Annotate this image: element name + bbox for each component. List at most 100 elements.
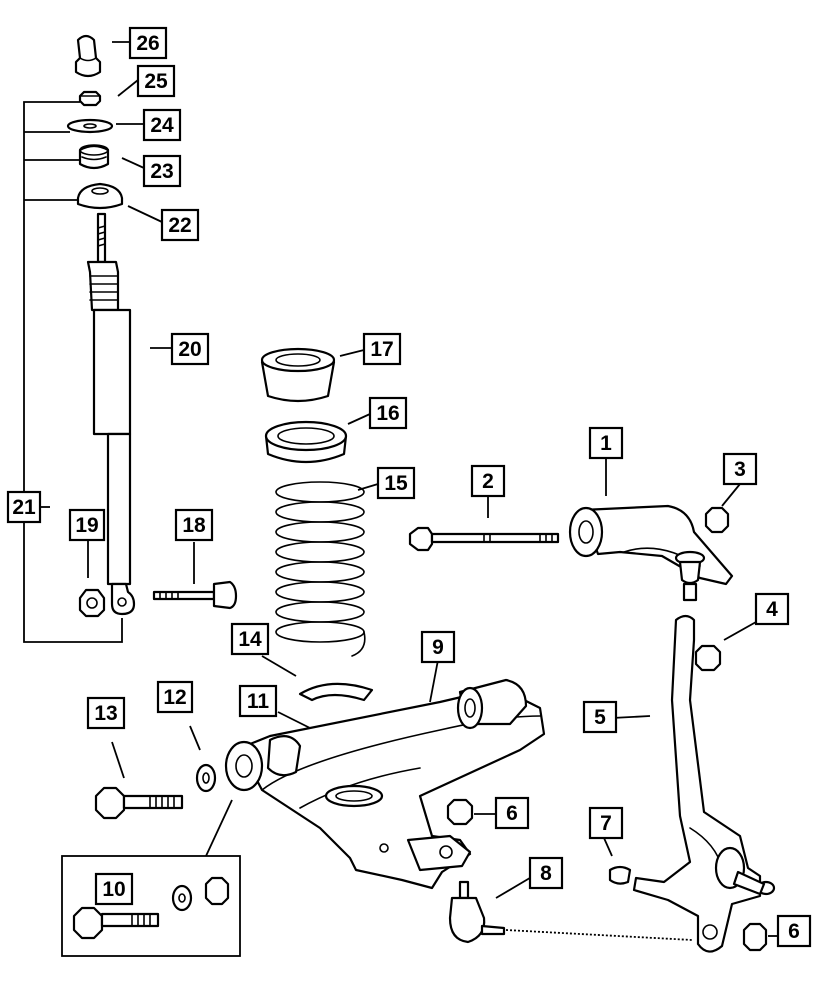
callout-box bbox=[174, 508, 214, 542]
part-top-nut bbox=[78, 90, 102, 107]
part-bolt-13 bbox=[94, 786, 184, 820]
callout-number: 19 bbox=[75, 514, 98, 537]
callout-box bbox=[230, 622, 270, 656]
callout-box bbox=[582, 700, 618, 734]
callout-19: 19 bbox=[68, 508, 106, 542]
callout-number: 14 bbox=[238, 628, 262, 651]
callout-box bbox=[6, 490, 42, 524]
callout-box bbox=[420, 630, 456, 664]
callout-12: 12 bbox=[156, 680, 194, 714]
part-spring-clip bbox=[298, 682, 374, 702]
callout-number: 6 bbox=[506, 802, 518, 825]
callout-number: 21 bbox=[12, 496, 36, 519]
part-nut-6-upper bbox=[446, 798, 474, 826]
part-ball-joint bbox=[448, 880, 693, 944]
callout-number: 23 bbox=[150, 160, 173, 183]
callout-24: 24 bbox=[142, 108, 182, 142]
callout-15: 15 bbox=[376, 466, 416, 500]
part-bushing-7 bbox=[608, 865, 632, 885]
part-nut-6-lower bbox=[742, 922, 768, 952]
callout-labels: 1234566789101112131415161718192021222324… bbox=[6, 26, 812, 948]
callout-number: 13 bbox=[94, 702, 117, 725]
callout-number: 3 bbox=[734, 458, 746, 481]
callout-3: 3 bbox=[722, 452, 758, 486]
part-washer-24 bbox=[66, 118, 114, 134]
callout-box bbox=[722, 452, 758, 486]
callout-box bbox=[776, 914, 812, 948]
part-shock-absorber bbox=[86, 212, 136, 616]
callout-box bbox=[494, 796, 530, 830]
part-upper-control-arm bbox=[568, 504, 734, 602]
callout-number: 17 bbox=[370, 338, 393, 361]
callout-number: 15 bbox=[384, 472, 408, 495]
callout-22: 22 bbox=[160, 208, 200, 242]
callout-box bbox=[470, 464, 506, 498]
callout-box bbox=[238, 684, 278, 718]
part-shock-nut bbox=[78, 588, 106, 618]
callout-number: 12 bbox=[163, 686, 186, 709]
callout-number: 8 bbox=[540, 862, 552, 885]
kit-inset-frame bbox=[61, 855, 241, 957]
callout-box bbox=[588, 426, 624, 460]
callout-box bbox=[128, 26, 168, 60]
callout-box bbox=[86, 696, 126, 730]
part-kit-10 bbox=[72, 876, 230, 940]
callout-2: 2 bbox=[470, 464, 506, 498]
leader-lines bbox=[23, 41, 778, 957]
callout-number: 26 bbox=[136, 32, 159, 55]
callout-13: 13 bbox=[86, 696, 126, 730]
callout-number: 24 bbox=[150, 114, 174, 137]
callout-6b: 6 bbox=[776, 914, 812, 948]
callout-box bbox=[94, 872, 134, 906]
callout-18: 18 bbox=[174, 508, 214, 542]
callout-box bbox=[136, 64, 176, 98]
callout-16: 16 bbox=[368, 396, 408, 430]
callout-box bbox=[368, 396, 408, 430]
callout-number: 22 bbox=[168, 214, 191, 237]
callout-number: 4 bbox=[766, 598, 778, 621]
callout-26: 26 bbox=[128, 26, 168, 60]
part-shock-bolt bbox=[152, 580, 238, 610]
part-steering-knuckle bbox=[632, 614, 776, 953]
callout-number: 11 bbox=[247, 690, 270, 713]
callout-7: 7 bbox=[588, 806, 624, 840]
callout-10: 10 bbox=[94, 872, 134, 906]
callout-9: 9 bbox=[420, 630, 456, 664]
part-spring-isolator bbox=[260, 347, 336, 403]
part-upper-bushing bbox=[78, 144, 110, 170]
callout-4: 4 bbox=[754, 592, 790, 626]
callout-number: 5 bbox=[594, 706, 606, 729]
part-control-arm-bolt bbox=[408, 526, 560, 552]
callout-number: 6 bbox=[788, 920, 800, 943]
callout-number: 7 bbox=[600, 812, 612, 835]
callout-box bbox=[362, 332, 402, 366]
part-bump-stop bbox=[74, 34, 102, 78]
callout-box bbox=[68, 508, 106, 542]
callout-box bbox=[156, 680, 194, 714]
callout-8: 8 bbox=[528, 856, 564, 890]
callout-number: 10 bbox=[102, 878, 125, 901]
callout-box bbox=[160, 208, 200, 242]
part-spring-seat bbox=[264, 420, 348, 464]
callout-box bbox=[142, 154, 182, 188]
callout-number: 1 bbox=[600, 432, 612, 455]
part-washer-12 bbox=[195, 763, 217, 793]
callout-1: 1 bbox=[588, 426, 624, 460]
callout-number: 9 bbox=[432, 636, 444, 659]
callout-21: 21 bbox=[6, 490, 42, 524]
part-nut-3 bbox=[704, 506, 730, 534]
part-lower-control-arm bbox=[224, 678, 546, 890]
callout-number: 18 bbox=[182, 514, 206, 537]
callout-number: 20 bbox=[178, 338, 201, 361]
callout-box bbox=[376, 466, 416, 500]
callout-box bbox=[170, 332, 210, 366]
callout-5: 5 bbox=[582, 700, 618, 734]
callout-box bbox=[528, 856, 564, 890]
callout-25: 25 bbox=[136, 64, 176, 98]
part-shock-mount bbox=[76, 182, 124, 210]
callout-11: 11 bbox=[238, 684, 278, 718]
callout-number: 16 bbox=[376, 402, 399, 425]
part-coil-spring bbox=[275, 481, 366, 657]
callout-box bbox=[588, 806, 624, 840]
